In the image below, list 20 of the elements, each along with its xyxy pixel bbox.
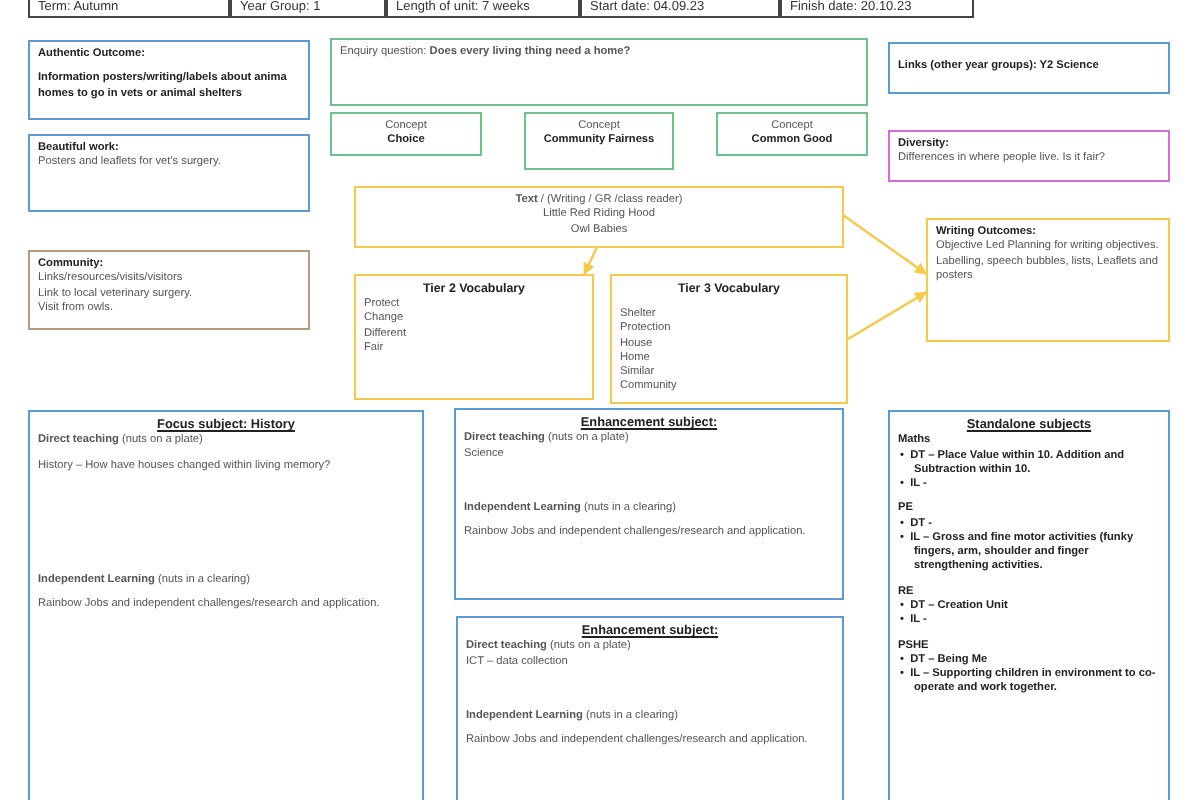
writing-outcomes-box	[926, 218, 1170, 342]
concept-box	[716, 112, 868, 156]
outcome-card	[28, 134, 310, 212]
text-box	[354, 186, 844, 248]
subject-panel	[454, 408, 844, 600]
community-card	[28, 250, 310, 330]
vocabulary-box	[610, 274, 848, 404]
outcome-card	[28, 40, 310, 120]
concept-box	[524, 112, 674, 170]
arrow	[843, 214, 927, 275]
concept-box	[330, 112, 482, 156]
vocabulary-box	[354, 274, 594, 400]
diversity-box	[888, 130, 1170, 182]
subject-panel	[456, 616, 844, 800]
subject-panel	[888, 410, 1170, 800]
enquiry-question-box	[330, 38, 868, 106]
links-box	[888, 42, 1170, 94]
arrow	[847, 291, 928, 341]
subject-panel	[28, 410, 424, 800]
arrow	[583, 247, 598, 276]
